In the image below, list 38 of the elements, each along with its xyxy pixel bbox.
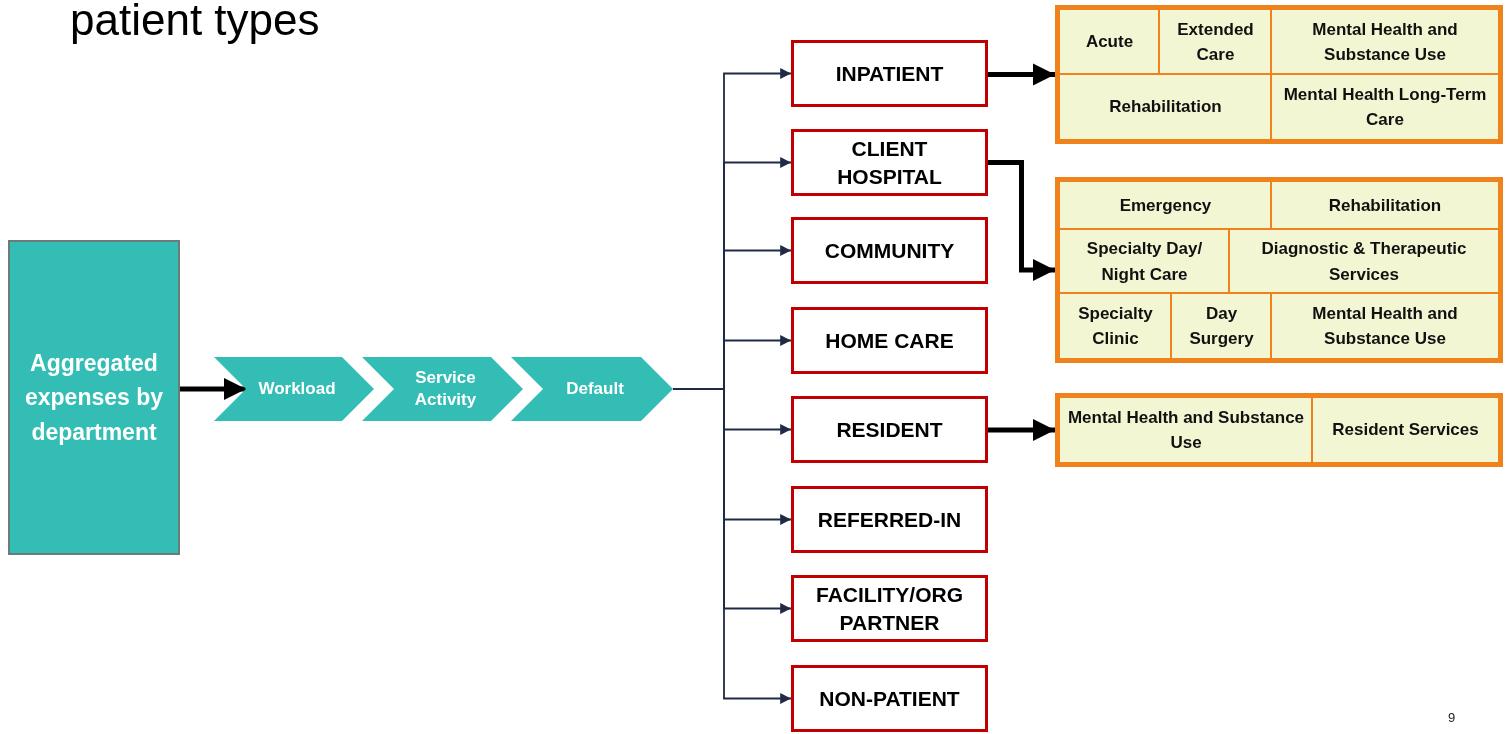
thick-arrow (180, 377, 246, 401)
category-cell: Specialty Day/ Night Care (1058, 228, 1231, 295)
category-group-box (1055, 177, 1503, 363)
step-label: Default (566, 377, 624, 400)
patient-type-box: FACILITY/ORG PARTNER (791, 575, 988, 642)
category-cell: Acute (1058, 8, 1161, 76)
patient-type-box: CLIENT HOSPITAL (791, 129, 988, 196)
category-cell: Day Surgery (1170, 292, 1273, 360)
page-number: 9 (1448, 710, 1456, 725)
patient-type-box: HOME CARE (791, 307, 988, 374)
start-box: Aggregated expenses by department (8, 240, 180, 555)
category-group-box (1055, 393, 1503, 467)
patient-type-box: NON-PATIENT (791, 665, 988, 732)
chevron-step (214, 357, 374, 421)
category-cell: Specialty Clinic (1058, 292, 1173, 360)
category-cell: Mental Health and Substance Use (1058, 396, 1314, 464)
patient-type-box: RESIDENT (791, 396, 988, 463)
step-label: Service Activity (413, 366, 478, 411)
step-label: Workload (258, 377, 336, 400)
thick-arrow (988, 418, 1055, 442)
patient-type-box: COMMUNITY (791, 217, 988, 284)
category-cell: Rehabilitation (1058, 73, 1273, 141)
chevron-step (511, 357, 673, 421)
thick-arrow (988, 160, 1055, 282)
thick-arrow (988, 63, 1055, 86)
patient-type-box: INPATIENT (791, 40, 988, 107)
patient-type-box: REFERRED-IN (791, 486, 988, 553)
category-cell: Resident Services (1311, 396, 1500, 464)
category-cell: Emergency (1058, 180, 1273, 231)
category-cell: Mental Health and Substance Use (1270, 292, 1500, 360)
category-cell: Mental Health and Substance Use (1270, 8, 1500, 76)
category-cell: Mental Health Long-Term Care (1270, 73, 1500, 141)
category-cell: Extended Care (1158, 8, 1273, 76)
category-cell: Diagnostic & Therapeutic Services (1228, 228, 1500, 295)
slide-title: patient types (70, 0, 320, 45)
category-cell: Rehabilitation (1270, 180, 1500, 231)
category-group-box (1055, 5, 1503, 144)
chevron-step (362, 357, 523, 421)
